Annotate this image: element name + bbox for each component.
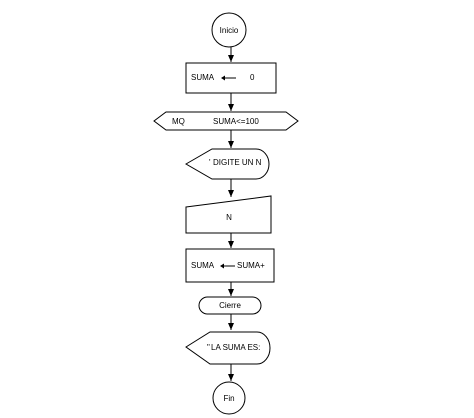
node-while-loop: MQ SUMA<=100 xyxy=(153,111,299,131)
node-prompt: ' DIGITE UN N xyxy=(184,148,270,180)
node-output: " LA SUMA ES: xyxy=(185,331,271,365)
input-label: N xyxy=(226,213,232,222)
output-text: LA SUMA ES: xyxy=(211,343,260,352)
prompt-quote: ' xyxy=(209,158,211,167)
while-condition: SUMA<=100 xyxy=(213,117,259,126)
node-input-n: N xyxy=(185,195,272,234)
node-cierre: Cierre xyxy=(198,296,262,315)
cierre-label: Cierre xyxy=(219,301,241,310)
node-accumulate: SUMA SUMA+ xyxy=(185,248,275,283)
accumulate-target: SUMA xyxy=(191,261,215,270)
node-fin: Fin xyxy=(212,381,246,415)
arrow-left-icon xyxy=(221,75,236,81)
fin-label: Fin xyxy=(223,394,234,403)
node-assign-suma: SUMA 0 xyxy=(185,62,277,94)
prompt-text: DIGITE UN N xyxy=(213,158,262,167)
assign-target: SUMA xyxy=(191,73,215,82)
while-keyword: MQ xyxy=(172,117,185,126)
assign-value: 0 xyxy=(250,73,255,82)
inicio-label: Inicio xyxy=(220,26,239,35)
arrow-left-icon xyxy=(220,263,235,269)
node-inicio: Inicio xyxy=(211,12,247,48)
accumulate-expr: SUMA+ xyxy=(237,261,265,270)
output-quote: " xyxy=(207,343,210,352)
